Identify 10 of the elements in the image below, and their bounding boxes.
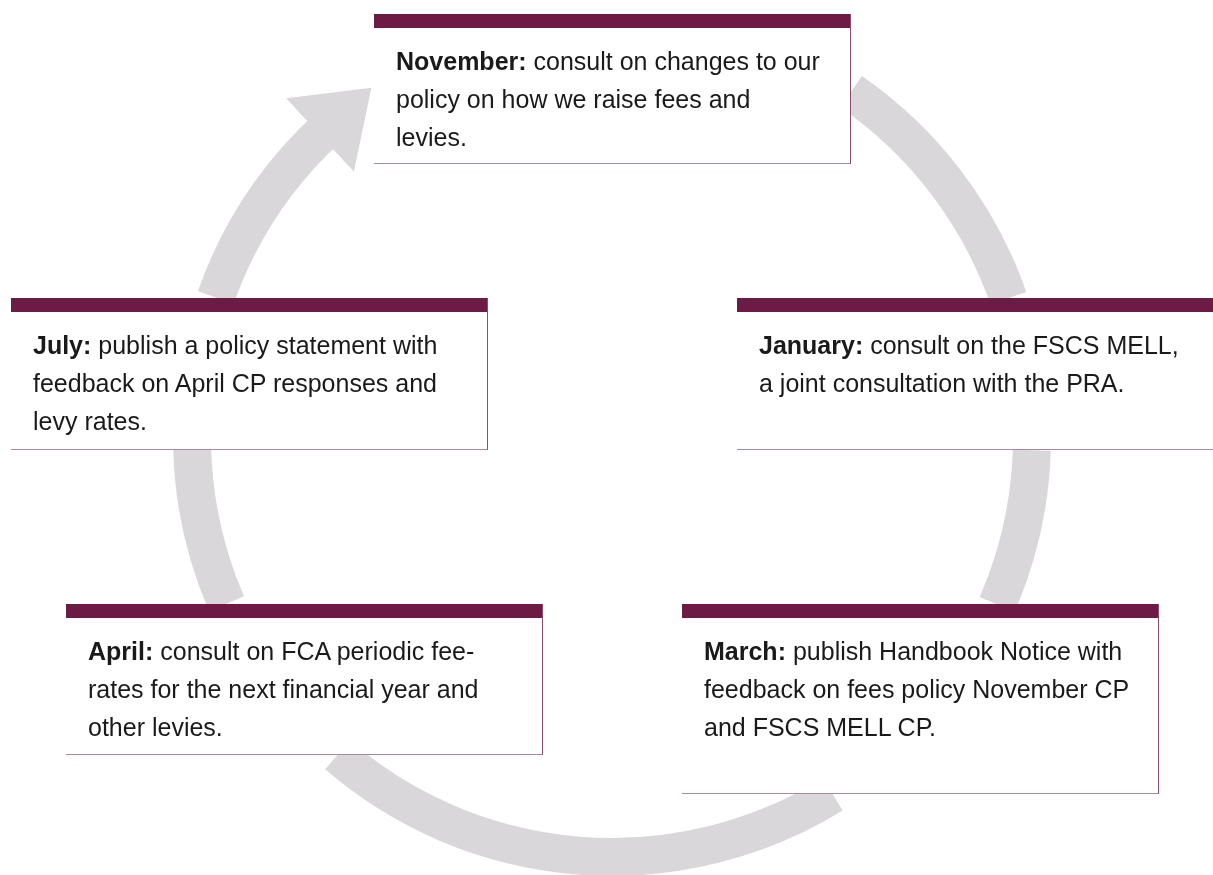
step-text: November: consult on changes to our policy on how we raise fees and levies.	[395, 46, 821, 153]
step-box	[66, 604, 543, 755]
step-box	[737, 298, 1213, 450]
step-box	[682, 604, 1159, 794]
step-text: January: consult on the FSCS MELL, a joint consultation with the PRA.	[758, 330, 1180, 399]
step-text: July: publish a policy statement with feedback on April CP responses and levy rates.	[32, 330, 439, 437]
step-box	[11, 298, 488, 450]
step-text: March: publish Handbook Notice with feedback on fees policy November CP and FSCS MELL CP.	[703, 636, 1130, 743]
step-text: April: consult on FCA periodic fee-rates for the next financial year and other levies.	[87, 636, 480, 743]
step-box	[374, 14, 851, 164]
